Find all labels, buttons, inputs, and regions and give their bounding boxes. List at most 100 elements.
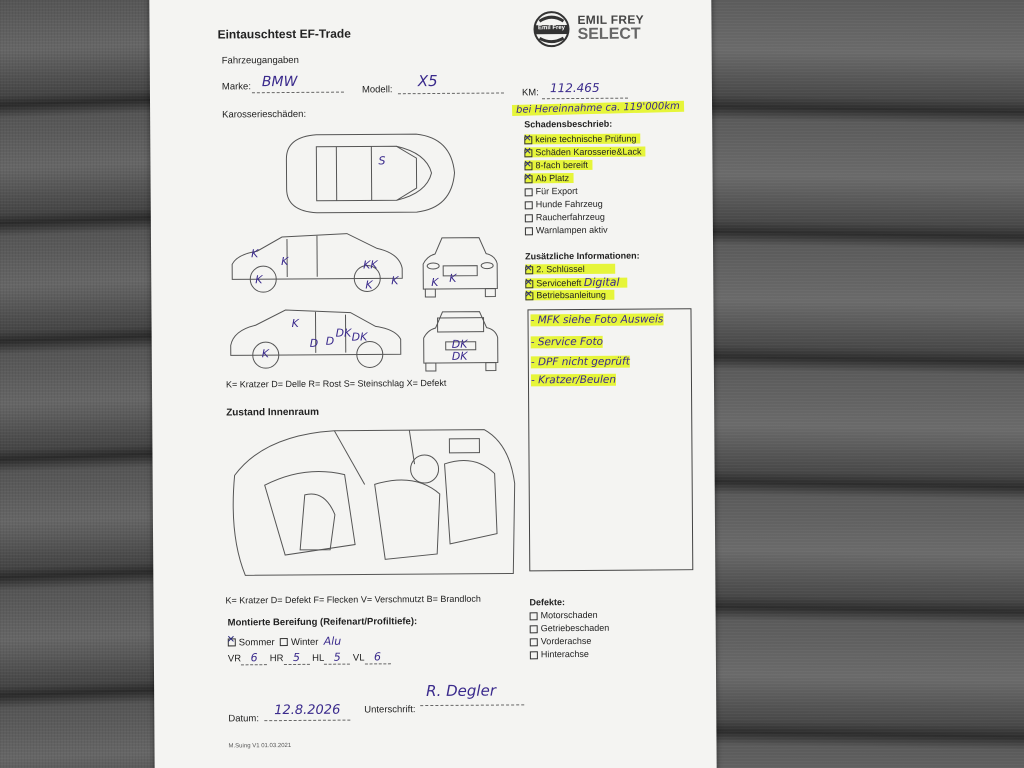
car-left-side-diagram [231, 233, 403, 293]
vr-label: VR [227, 653, 242, 665]
body-damage-label: Karosserieschäden: [222, 108, 307, 121]
note-line: - Kratzer/Beulen [530, 373, 617, 387]
checkbox-icon[interactable] [524, 200, 533, 209]
hl-label: HL [312, 652, 325, 664]
km-label: KM: [521, 87, 539, 99]
hl-value[interactable]: 5 [324, 650, 351, 665]
checkbox-icon[interactable] [529, 650, 538, 659]
vr-value[interactable]: 6 [241, 651, 268, 666]
note-line: - MFK siehe Foto Ausweis [530, 313, 664, 327]
damage-mark-side-3: K [255, 273, 263, 287]
modell-field: X5 [397, 72, 504, 95]
marke-label: Marke: [221, 81, 251, 93]
form-version: M.Suing V1 01.03.2021 [228, 742, 292, 750]
form-sheet: Eintauschtest EF-Trade Emil Frey EMIL FR… [149, 0, 717, 768]
datum-label: Datum: [228, 713, 259, 725]
defect-item[interactable]: Motorschaden [529, 608, 670, 622]
emil-frey-emblem-icon [533, 11, 570, 48]
checkbox-icon[interactable] [524, 187, 533, 196]
additional-info-item[interactable]: Serviceheft Digital [525, 275, 705, 289]
damage-mark-top: S [378, 154, 386, 168]
damage-mark-right-5: DK [335, 326, 352, 340]
winter-checkbox-icon[interactable] [279, 638, 289, 647]
marke-value: BMW [261, 73, 298, 91]
checkbox-icon[interactable] [524, 226, 533, 235]
tire-type-row: Sommer Winter Alu [227, 634, 342, 649]
km-value: 112.465 [549, 80, 600, 96]
damage-mark-side-5: K [365, 278, 373, 292]
damage-mark-front-1: K [431, 275, 439, 290]
fabric-background-left [0, 0, 160, 768]
km-note: bei Hereinnahme ca. 119'000km [511, 100, 685, 116]
checkbox-icon[interactable] [529, 637, 538, 646]
checkbox-icon[interactable] [529, 611, 538, 620]
checkbox-checked-icon[interactable] [524, 161, 533, 170]
defect-item[interactable]: Vorderachse [529, 634, 670, 648]
damage-mark-right-1: K [291, 316, 299, 330]
damage-report-label: Schadensbeschrieb: [524, 118, 613, 130]
additional-info-item[interactable]: 2. Schlüssel [525, 262, 705, 276]
damage-report-item[interactable]: keine technische Prüfung [524, 132, 704, 146]
interior-diagram [232, 429, 516, 576]
additional-info-item[interactable]: Betriebsanleitung [525, 288, 705, 302]
tires-label: Montierte Bereifung (Reifenart/Profiltie… [227, 616, 418, 629]
checkbox-checked-icon[interactable] [525, 265, 534, 274]
hr-label: HR [269, 653, 284, 665]
damage-report-item[interactable]: Warnlampen aktiv [524, 223, 705, 237]
checkbox-icon[interactable] [524, 213, 533, 222]
logo-small-text: Emil Frey [537, 25, 566, 32]
damage-report-list: keine technische Prüfung Schäden Karosse… [524, 132, 705, 237]
damage-mark-front-2: K [449, 271, 457, 285]
sommer-checkbox-icon[interactable] [227, 638, 236, 647]
interior-legend: K= Kratzer D= Defekt F= Flecken V= Versc… [225, 593, 481, 606]
checkbox-checked-icon[interactable] [525, 279, 534, 288]
damage-mark-side-4: KK [363, 258, 378, 272]
damage-mark-side-2: K [281, 255, 289, 269]
vehicle-section-label: Fahrzeugangaben [221, 54, 299, 67]
interior-label: Zustand Innenraum [226, 406, 320, 419]
checkbox-checked-icon[interactable] [524, 148, 533, 157]
damage-report-item[interactable]: Für Export [524, 184, 705, 198]
vl-value[interactable]: 6 [364, 650, 391, 665]
form-title: Eintauschtest EF-Trade [217, 26, 351, 42]
serviceheft-note: Digital [583, 275, 620, 289]
car-rear-view-diagram [423, 311, 499, 372]
checkbox-checked-icon[interactable] [524, 135, 533, 144]
additional-info-label: Zusätzliche Informationen: [525, 250, 640, 262]
signature-value[interactable]: R. Degler [420, 681, 525, 707]
vl-label: VL [352, 652, 365, 664]
km-field: 112.465 [541, 81, 628, 100]
damage-mark-rear-2: DK [451, 349, 468, 363]
tire-rim-note: Alu [323, 634, 342, 648]
modell-label: Modell: [361, 84, 393, 96]
defects-list: Motorschaden Getriebeschaden Vorderachse… [529, 608, 670, 661]
damage-report-item[interactable]: Schäden Karosserie&Lack [524, 145, 704, 159]
winter-label: Winter [290, 636, 319, 648]
damage-report-item[interactable]: Raucherfahrzeug [524, 210, 705, 224]
emil-frey-logo: Emil Frey EMIL FREY SELECT [531, 8, 651, 51]
damage-report-item[interactable]: Ab Platz [524, 171, 705, 185]
defects-label: Defekte: [529, 597, 566, 608]
damage-mark-side-6: K [391, 274, 399, 288]
damage-mark-right-3: D [309, 336, 319, 350]
sommer-label: Sommer [238, 637, 275, 649]
defect-item[interactable]: Getriebeschaden [529, 621, 670, 635]
checkbox-checked-icon[interactable] [524, 174, 533, 183]
hr-value[interactable]: 5 [283, 650, 310, 666]
checkbox-checked-icon[interactable] [525, 291, 534, 300]
note-line: - Service Foto [530, 335, 604, 349]
damage-report-item[interactable]: Hunde Fahrzeug [524, 197, 705, 211]
signature-label: Unterschrift: [364, 704, 416, 716]
checkbox-icon[interactable] [529, 624, 538, 633]
fabric-background-right [700, 0, 1024, 768]
damage-mark-right-4: D [325, 334, 335, 348]
additional-info-list: 2. Schlüssel Serviceheft Digital Betrieb… [525, 262, 705, 302]
damage-report-item[interactable]: 8-fach bereift [524, 158, 704, 172]
damage-mark-side-1: K [251, 247, 259, 261]
notes-box[interactable]: - MFK siehe Foto Ausweis - Service Foto … [527, 308, 694, 572]
marke-field: BMW [251, 74, 344, 94]
defect-item[interactable]: Hinterachse [529, 647, 670, 661]
datum-value[interactable]: 12.8.2026 [264, 702, 351, 722]
body-damage-legend: K= Kratzer D= Delle R= Rost S= Steinschl… [225, 377, 447, 390]
